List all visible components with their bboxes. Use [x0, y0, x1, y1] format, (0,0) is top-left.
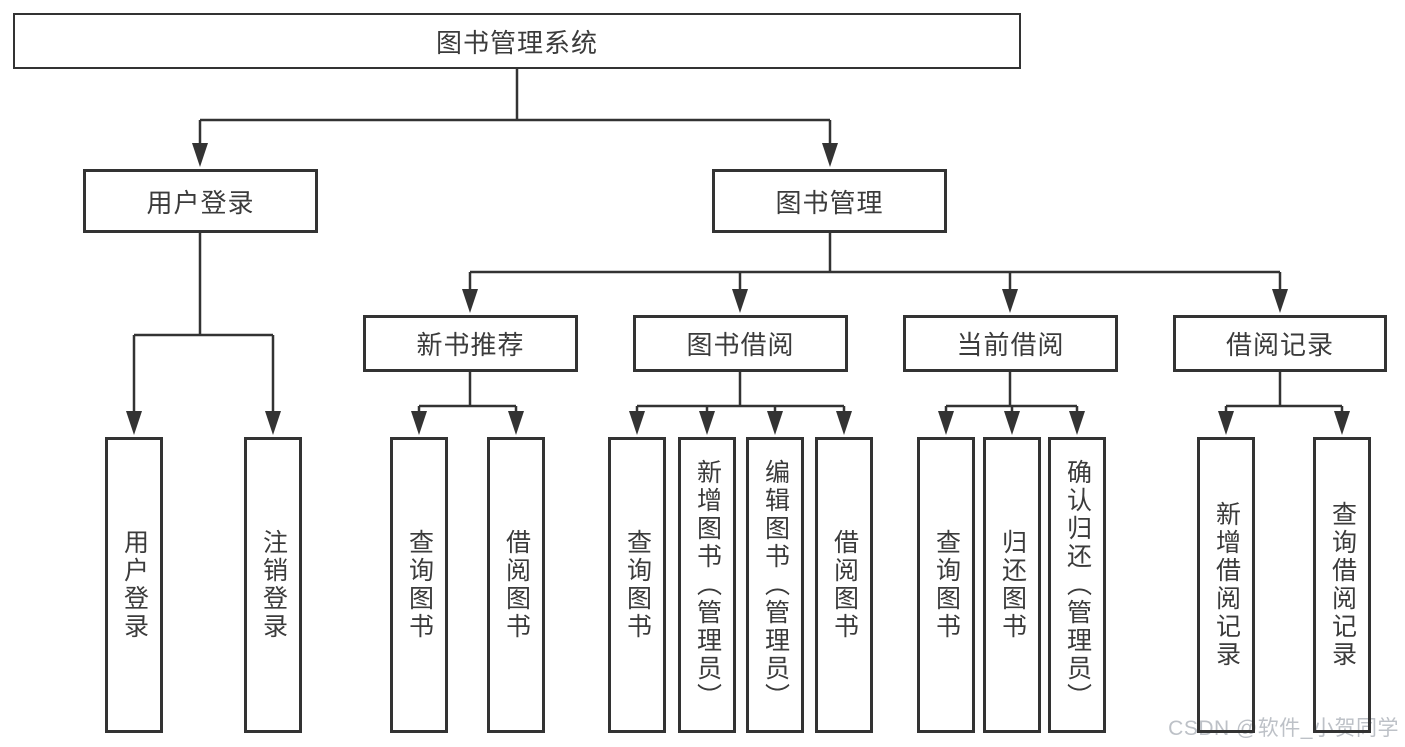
connector-book-mgmt	[468, 233, 1282, 292]
leaf-bb-edit-books-admin: 编辑图书（管理员）	[746, 437, 804, 733]
arrowhead-icon	[836, 411, 852, 435]
arrowhead-icon	[411, 411, 427, 435]
arrowhead-icon	[938, 411, 954, 435]
arrowhead-icon	[1272, 289, 1288, 313]
leaf-br-query-record: 查询借阅记录	[1313, 437, 1371, 733]
arrowhead-icon	[508, 411, 524, 435]
leaf-logout: 注销登录	[244, 437, 302, 733]
node-root-library-system: 图书管理系统	[13, 13, 1021, 69]
arrowhead-icon	[767, 411, 783, 435]
arrowhead-icon	[629, 411, 645, 435]
csdn-watermark: CSDN @软件_小贺同学	[1168, 717, 1399, 740]
node-book-management: 图书管理	[712, 169, 947, 233]
arrowhead-icon	[192, 143, 208, 167]
node-user-login: 用户登录	[83, 169, 318, 233]
leaf-cb-query-books: 查询图书	[917, 437, 975, 733]
node-new-book-recommend: 新书推荐	[363, 315, 578, 372]
leaf-user-login: 用户登录	[105, 437, 163, 733]
leaf-cb-return-books: 归还图书	[983, 437, 1041, 733]
connector-root	[198, 69, 832, 146]
arrowhead-icon	[1218, 411, 1234, 435]
arrowhead-icon	[1004, 411, 1020, 435]
connector-book-borrow	[635, 372, 846, 414]
arrowhead-icon	[265, 411, 281, 435]
arrowhead-icon	[822, 143, 838, 167]
arrowhead-icon	[1334, 411, 1350, 435]
arrowhead-icon	[1002, 289, 1018, 313]
arrowhead-icon	[732, 289, 748, 313]
connector-new-book-rec	[417, 372, 518, 414]
arrowhead-icon	[1069, 411, 1085, 435]
leaf-bb-add-books-admin: 新增图书（管理员）	[678, 437, 736, 733]
leaf-nb-borrow-books: 借阅图书	[487, 437, 545, 733]
arrowhead-icon	[462, 289, 478, 313]
connector-borrow-records	[1224, 372, 1344, 414]
arrowhead-icon	[699, 411, 715, 435]
leaf-nb-query-books: 查询图书	[390, 437, 448, 733]
leaf-bb-query-books: 查询图书	[608, 437, 666, 733]
connector-current-borrow	[944, 372, 1079, 414]
connector-user-login	[132, 233, 275, 414]
leaf-bb-borrow-books: 借阅图书	[815, 437, 873, 733]
leaf-cb-confirm-return-admin: 确认归还（管理员）	[1048, 437, 1106, 733]
node-current-borrowing: 当前借阅	[903, 315, 1118, 372]
leaf-br-add-record: 新增借阅记录	[1197, 437, 1255, 733]
node-book-borrowing: 图书借阅	[633, 315, 848, 372]
node-borrowing-records: 借阅记录	[1173, 315, 1387, 372]
arrowhead-icon	[126, 411, 142, 435]
arrowheads	[126, 143, 1350, 435]
